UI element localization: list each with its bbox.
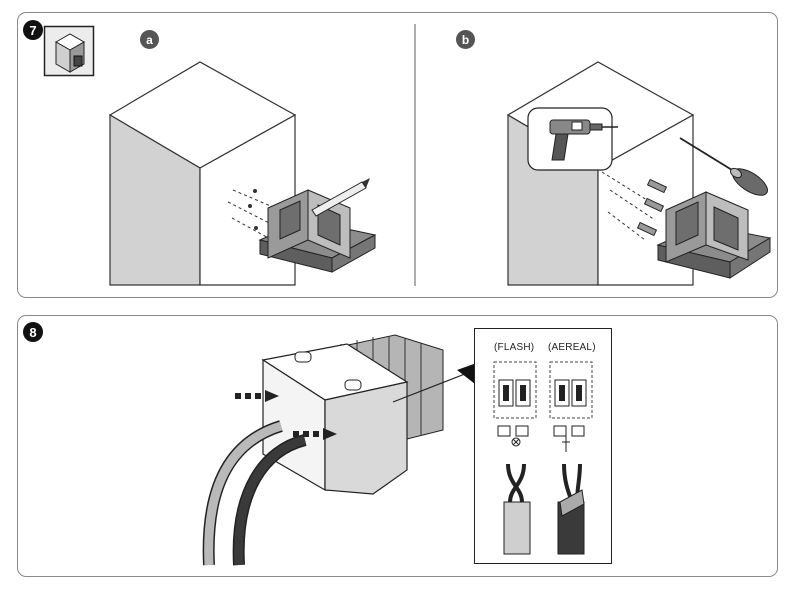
drill-icon bbox=[549, 119, 618, 161]
step-7a-illustration bbox=[108, 61, 377, 286]
step-7-divider bbox=[414, 24, 416, 286]
post-mount-icon bbox=[43, 25, 95, 77]
wiring-inset bbox=[474, 328, 612, 564]
step-7a-label: a bbox=[140, 30, 159, 49]
wiring-terminals bbox=[493, 361, 593, 555]
screwdriver-icon bbox=[679, 137, 768, 196]
step-8-number: 8 bbox=[23, 322, 43, 342]
flash-label: (FLASH) bbox=[494, 342, 535, 353]
junction-box-illustration bbox=[202, 334, 485, 566]
step-7b-label: b bbox=[456, 30, 475, 49]
pencil-icon bbox=[360, 180, 361, 181]
step-7-number: 7 bbox=[23, 20, 43, 40]
aerial-label: (AEREAL) bbox=[548, 342, 596, 353]
step-7b-illustration bbox=[506, 61, 772, 286]
